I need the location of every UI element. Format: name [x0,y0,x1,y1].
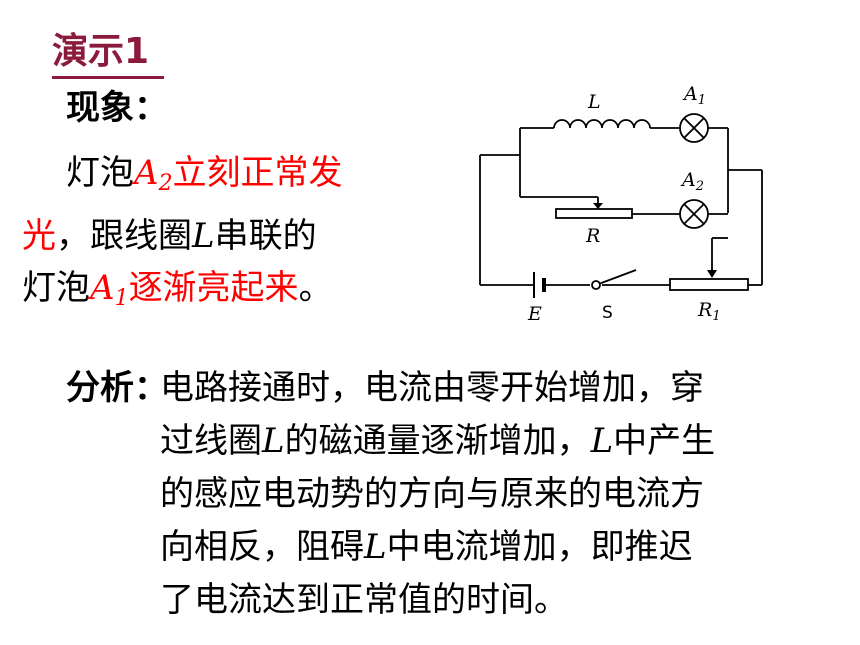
obs-highlight: 逐渐亮起来 [128,268,299,308]
coil-label: L [192,216,215,256]
analysis-line: 的感应电动势的方向与原来的电流方 [160,474,704,514]
analysis-line: 电路接通时，电流由零开始增加，穿 [160,368,704,408]
label-L: L [587,91,601,113]
obs-part: 灯泡 [66,153,134,193]
obs-part: 。 [298,268,333,308]
slide-title: 演示1 [52,31,150,72]
analysis-line: 过线圈L的磁通量逐渐增加，L中产生 [160,421,716,461]
obs-part: 串联的 [214,216,317,256]
label-R: R [585,225,600,247]
analysis-line: 了电流达到正常值的时间。 [160,580,568,620]
obs-highlight: 光 [22,216,56,256]
circuit-diagram: L A1 A2 R R1 E S [479,83,763,325]
analysis-label: 分析： [66,368,168,408]
lamp-a1-label: A1 [90,268,129,311]
label-S: S [602,303,613,323]
analysis-line: 向相反，阻碍L中电流增加，即推迟 [160,527,693,567]
obs-highlight: 立刻正常发 [172,153,343,193]
label-E: E [527,303,542,325]
phenomenon-heading: 现象： [66,88,168,128]
lamp-a2-label: A2 [134,153,173,196]
label-A2: A2 [680,169,704,194]
analysis-text: 电路接通时，电流由零开始增加，穿 过线圈L的磁通量逐渐增加，L中产生 的感应电动… [160,362,850,627]
label-R1: R1 [697,299,721,324]
obs-part: 灯泡 [22,268,90,308]
observation-text: 灯泡A2立刻正常发 光，跟线圈L串联的 灯泡A1逐渐亮起来。 [22,147,422,325]
obs-part: ，跟线圈 [56,216,192,256]
label-A1: A1 [682,83,706,108]
slide-title-underline [52,76,164,79]
